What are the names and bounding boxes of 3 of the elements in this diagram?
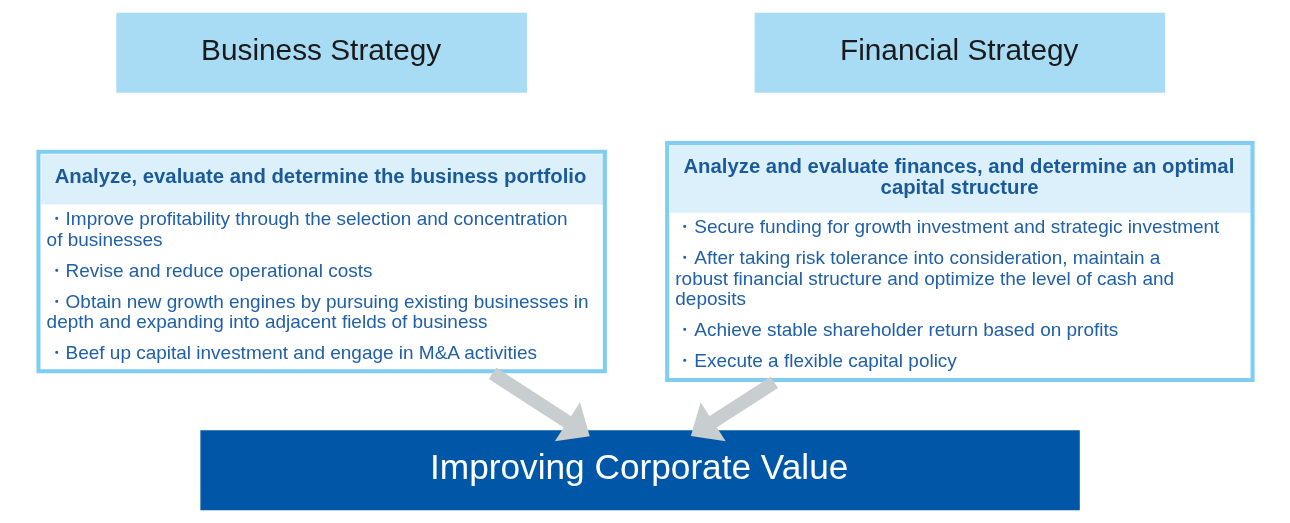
- node-box: Financial Strategy: [754, 12, 1165, 93]
- node-box: Improving Corporate Value: [199, 430, 1080, 511]
- node-box: Business Strategy: [115, 12, 527, 93]
